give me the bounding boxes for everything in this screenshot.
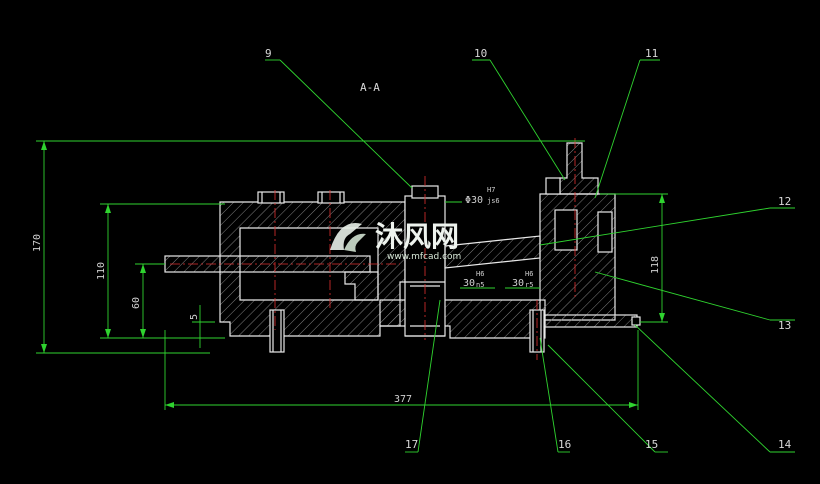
screw-left [269,309,285,353]
callout-17: 17 [405,438,418,451]
watermark-text: 沐风网 [375,220,459,253]
dim-110: 110 [96,262,107,280]
dimension-arrows [41,141,665,408]
dim-377: 377 [394,394,412,405]
cavity-step [344,271,379,301]
dim-60: 60 [131,297,142,309]
dim-fit-left-top: H6 [476,270,484,278]
callout-11: 11 [645,47,658,60]
callout-9: 9 [265,47,272,60]
dim-phi30-fit-bottom: js6 [487,197,500,205]
right-post [559,142,599,195]
watermark-url: www.mfcad.com [387,252,461,262]
callout-15: 15 [645,438,658,451]
dim-118: 118 [650,256,661,274]
callout-13: 13 [778,319,791,332]
callout-16: 16 [558,438,571,451]
dim-fit-left-bottom: n5 [476,281,484,289]
dim-fit-right-bottom: r5 [525,281,533,289]
right-block-slot [554,209,578,251]
dim-fit-right: 30 [512,278,524,289]
dim-phi30-fit-top: H7 [487,186,495,194]
dim-fit-right-top: H6 [525,270,533,278]
callout-10: 10 [474,47,487,60]
watermark-logo-icon [330,223,366,252]
centerlines [170,138,576,360]
bottom-plate [544,314,638,328]
callout-12: 12 [778,195,791,208]
dim-phi30: Φ30 [465,195,483,206]
bolt-head-2 [317,191,345,204]
callout-14: 14 [778,438,792,451]
dim-170: 170 [32,234,43,252]
dim-5: 5 [189,314,200,320]
dim-fit-left: 30 [463,278,475,289]
watermark: 沐风网 www.mfcad.com [330,220,461,262]
bolt-head-1 [257,191,285,204]
right-post-cap [545,177,561,195]
section-title: A-A [360,81,380,94]
dimension-lines [36,59,795,453]
